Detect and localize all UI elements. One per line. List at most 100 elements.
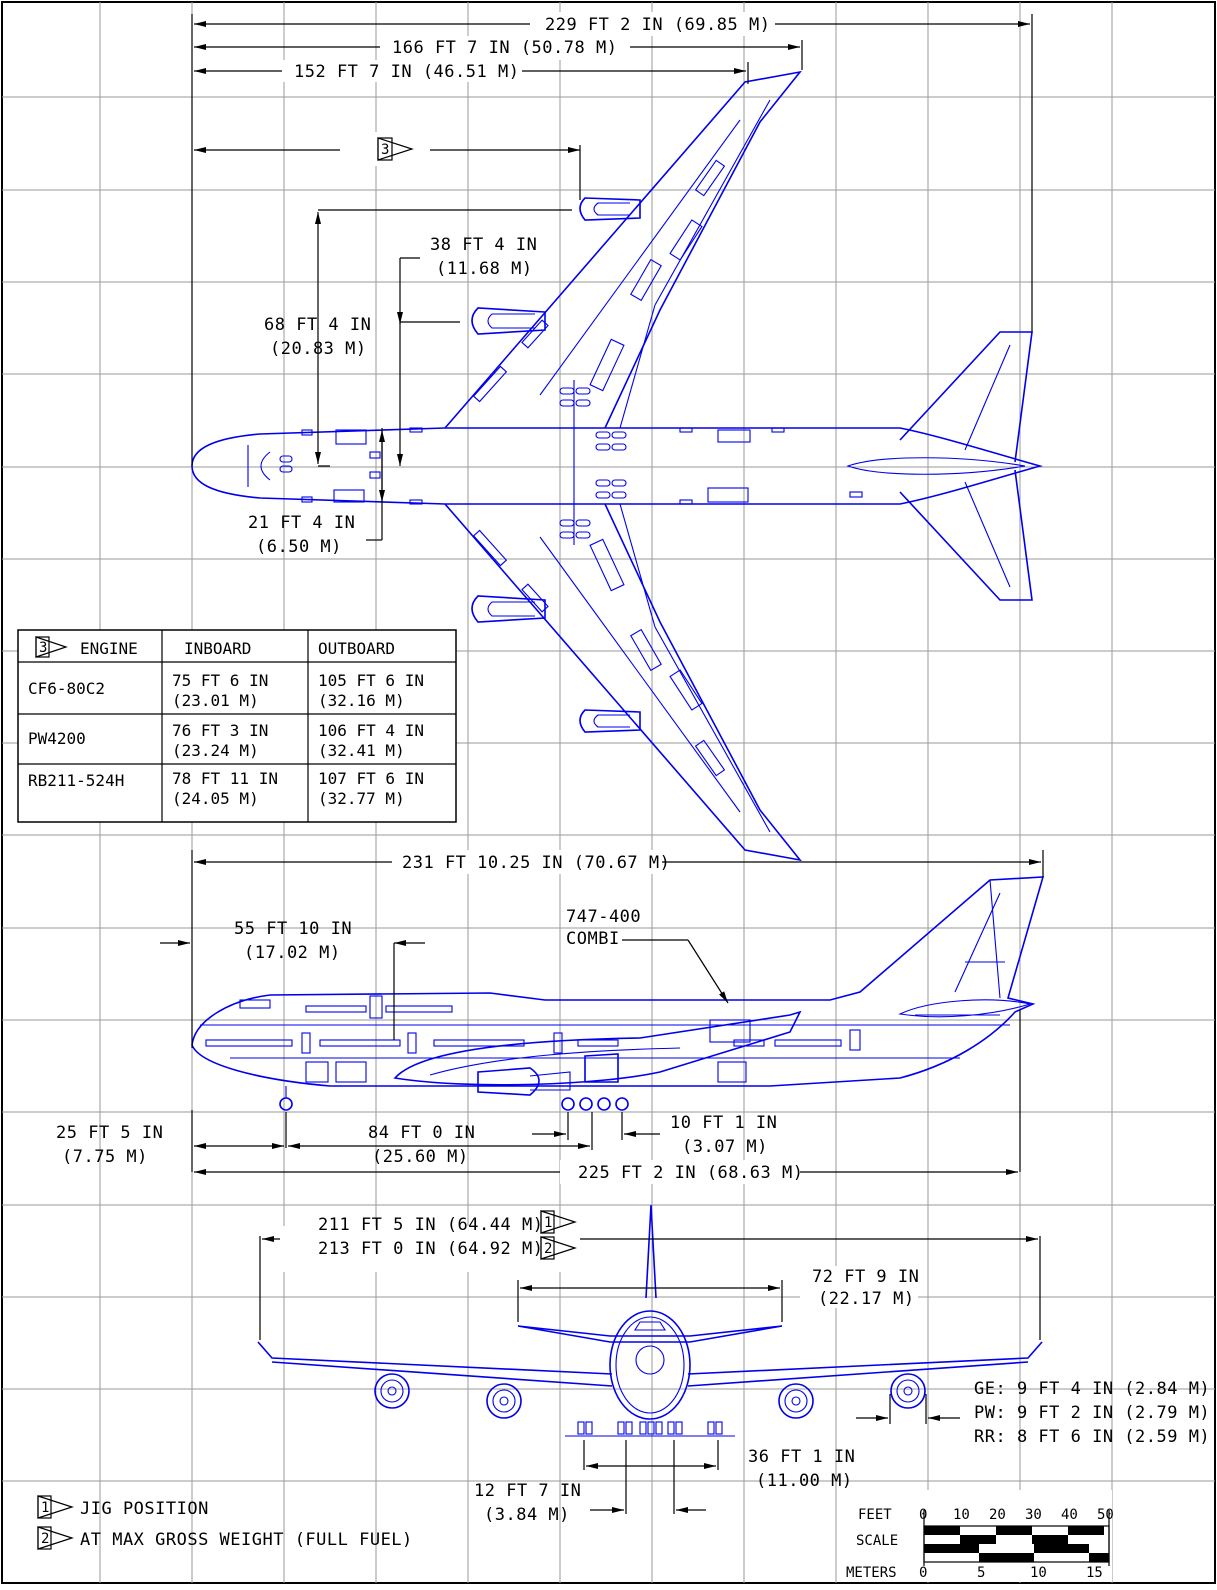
table-cell-inboard: 75 FT 6 IN — [172, 671, 268, 690]
flag-1: 1 — [540, 1210, 577, 1234]
note-1-text: JIG POSITION — [80, 1499, 209, 1519]
top-stabilizer-lower — [899, 469, 1033, 601]
scale-meter-tick: 5 — [977, 1565, 985, 1581]
table-cell-inboard: 76 FT 3 IN — [172, 721, 268, 740]
table-header-outboard: OUTBOARD — [318, 639, 395, 658]
scale-meters-label: METERS — [846, 1565, 897, 1581]
dim-68-l1: 68 FT 4 IN — [264, 315, 371, 335]
scale-feet-tick: 30 — [1025, 1507, 1042, 1523]
table-cell-engine: CF6-80C2 — [28, 679, 105, 698]
table-cell-outboard: 107 FT 6 IN — [318, 769, 424, 788]
scale-feet-label: FEET — [858, 1507, 892, 1523]
dimension-labels: 229 FT 2 IN (69.85 M) 166 FT 7 IN (50.78… — [56, 15, 1210, 1525]
scale-feet-tick: 0 — [919, 1507, 927, 1523]
scale-feet-tick: 50 — [1097, 1507, 1114, 1523]
dim-55-l2: (17.02 M) — [244, 943, 341, 963]
dim-10-l2: (3.07 M) — [682, 1137, 768, 1157]
table-cell-engine: RB211-524H — [28, 771, 124, 790]
table-cell-inboard-m: (23.01 M) — [172, 691, 259, 710]
dim-72-l1: 72 FT 9 IN — [812, 1267, 919, 1287]
scale-bar: FEET SCALE METERS 0 10 20 30 40 50 0 5 1… — [840, 1490, 1114, 1582]
dim-55-l1: 55 FT 10 IN — [234, 919, 352, 939]
dim-225: 225 FT 2 IN (68.63 M) — [578, 1163, 803, 1183]
scale-label: SCALE — [856, 1533, 898, 1549]
combi-l2: COMBI — [566, 929, 620, 949]
top-stabilizer-upper — [899, 331, 1033, 463]
scale-feet-tick: 20 — [989, 1507, 1006, 1523]
dim-25-l1: 25 FT 5 IN — [56, 1123, 163, 1143]
front-fin — [645, 1204, 657, 1299]
dim-21-l1: 21 FT 4 IN — [248, 513, 355, 533]
engine-clearance-rr: RR: 8 FT 6 IN (2.59 M) — [974, 1427, 1210, 1447]
combi-l1: 747-400 — [566, 907, 641, 927]
side-wing — [393, 1010, 802, 1086]
scale-meter-tick: 10 — [1030, 1565, 1047, 1581]
dim-68-l2: (20.83 M) — [270, 339, 367, 359]
label-backgrounds — [280, 12, 918, 1308]
side-fuselage — [191, 876, 1045, 1087]
top-engines — [471, 197, 641, 733]
aircraft-side-view — [191, 876, 1045, 1111]
svg-text:1: 1 — [41, 1500, 49, 1516]
aircraft-top-view — [191, 70, 1043, 862]
dim-211: 211 FT 5 IN (64.44 M) — [318, 1215, 543, 1235]
table-cell-outboard: 105 FT 6 IN — [318, 671, 424, 690]
engine-clearance-pw: PW: 9 FT 2 IN (2.79 M) — [974, 1403, 1210, 1423]
engine-table: 3 ENGINE INBOARD OUTBOARD CF6-80C2 75 FT… — [17, 629, 457, 823]
flag-2: 2 — [540, 1236, 577, 1260]
dim-12-l1: 12 FT 7 IN — [474, 1481, 581, 1501]
table-cell-inboard: 78 FT 11 IN — [172, 769, 278, 788]
scale-meter-tick: 15 — [1086, 1565, 1103, 1581]
dim-25-l2: (7.75 M) — [62, 1147, 148, 1167]
table-cell-outboard-m: (32.16 M) — [318, 691, 405, 710]
table-header-engine: ENGINE — [80, 639, 138, 658]
scale-feet-tick: 10 — [953, 1507, 970, 1523]
svg-text:3: 3 — [381, 142, 389, 158]
dim-84-l2: (25.60 M) — [372, 1147, 469, 1167]
front-wing — [257, 1341, 1043, 1387]
dim-36-l2: (11.00 M) — [756, 1471, 853, 1491]
dim-21-l2: (6.50 M) — [256, 537, 342, 557]
dim-229: 229 FT 2 IN (69.85 M) — [545, 15, 770, 35]
notes: 1 JIG POSITION 2 AT MAX GROSS WEIGHT (FU… — [37, 1495, 413, 1550]
engine-clearance-ge: GE: 9 FT 4 IN (2.84 M) — [974, 1379, 1210, 1399]
svg-text:2: 2 — [41, 1531, 49, 1547]
dim-213: 213 FT 0 IN (64.92 M) — [318, 1239, 543, 1259]
front-fuselage — [609, 1310, 691, 1420]
note-1: 1 JIG POSITION — [37, 1495, 209, 1519]
table-cell-outboard-m: (32.41 M) — [318, 741, 405, 760]
dim-38-l1: 38 FT 4 IN — [430, 235, 537, 255]
table-cell-inboard-m: (24.05 M) — [172, 789, 259, 808]
front-stabilizer — [517, 1325, 783, 1343]
table-cell-outboard-m: (32.77 M) — [318, 789, 405, 808]
dim-84-l1: 84 FT 0 IN — [368, 1123, 475, 1143]
dim-152: 152 FT 7 IN (46.51 M) — [294, 62, 519, 82]
table-flag: 3 — [35, 636, 68, 658]
svg-text:1: 1 — [544, 1215, 552, 1231]
dim-38-l2: (11.68 M) — [436, 259, 533, 279]
dim-72-l2: (22.17 M) — [818, 1289, 915, 1309]
aircraft-front-view — [257, 1204, 1043, 1437]
dim-166: 166 FT 7 IN (50.78 M) — [392, 38, 617, 58]
note-2: 2 AT MAX GROSS WEIGHT (FULL FUEL) — [37, 1526, 413, 1550]
note-2-text: AT MAX GROSS WEIGHT (FULL FUEL) — [80, 1530, 413, 1550]
dim-12-l2: (3.84 M) — [484, 1505, 570, 1525]
table-header-inboard: INBOARD — [184, 639, 251, 658]
top-fuselage — [191, 427, 1043, 505]
front-engines — [374, 1373, 926, 1419]
table-cell-inboard-m: (23.24 M) — [172, 741, 259, 760]
top-wing-lower — [444, 503, 802, 862]
note3-flag: 3 — [377, 137, 414, 161]
svg-text:2: 2 — [544, 1241, 552, 1257]
front-landing-gear — [565, 1421, 735, 1437]
dim-231: 231 FT 10.25 IN (70.67 M) — [402, 853, 670, 873]
svg-text:3: 3 — [39, 640, 47, 656]
scale-meter-tick: 0 — [919, 1565, 927, 1581]
dim-36-l1: 36 FT 1 IN — [748, 1447, 855, 1467]
dim-10-l1: 10 FT 1 IN — [670, 1113, 777, 1133]
top-wing-upper — [444, 70, 802, 429]
table-cell-outboard: 106 FT 4 IN — [318, 721, 424, 740]
